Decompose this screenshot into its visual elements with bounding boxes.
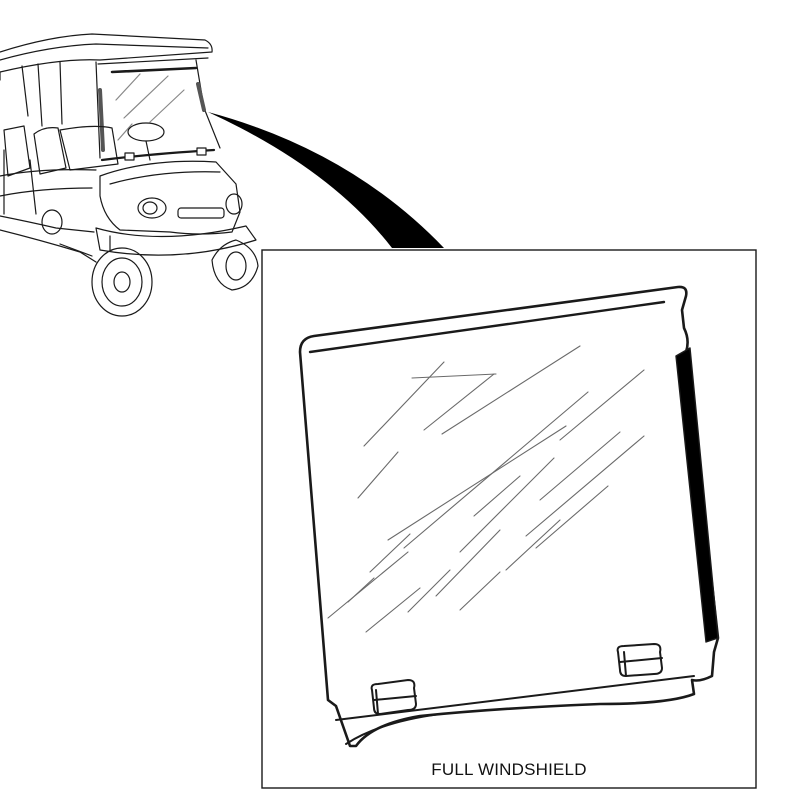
diagram-caption: FULL WINDSHIELD: [431, 760, 587, 779]
windshield-icon: [298, 285, 720, 748]
hinge-clip-left: [370, 679, 417, 715]
callout-arrow-icon: [208, 112, 444, 248]
hinge-clip-right: [616, 643, 663, 677]
glare-lines: [327, 345, 645, 633]
golf-cart-icon: [0, 33, 259, 317]
